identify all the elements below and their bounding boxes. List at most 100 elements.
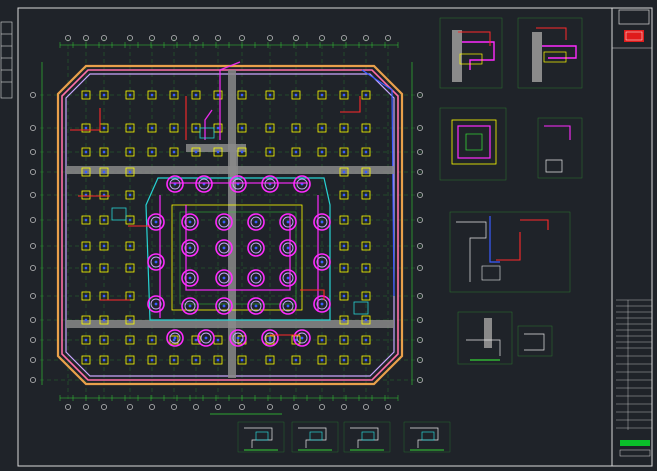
column-core — [84, 170, 88, 174]
column-footing — [125, 355, 135, 365]
column-core — [294, 126, 298, 130]
column-footing — [213, 90, 223, 100]
pit-inner — [465, 133, 483, 151]
column-core — [268, 338, 272, 342]
foundation-plan[interactable] — [56, 61, 404, 415]
column-core — [364, 150, 368, 154]
pile-center — [286, 246, 290, 250]
pile-ring-inner — [198, 178, 210, 190]
column-core — [150, 150, 154, 154]
axis-bubble-left — [30, 125, 36, 131]
axis-bubble-bottom — [239, 404, 245, 410]
column-core — [216, 126, 220, 130]
column-core — [364, 93, 368, 97]
column-core — [216, 338, 220, 342]
column-core — [150, 338, 154, 342]
pile-ring-inner — [250, 300, 262, 312]
title-block — [612, 9, 652, 457]
section-detail-a-frame — [439, 17, 503, 89]
column-footing — [361, 335, 371, 345]
wall-hatch — [484, 318, 492, 348]
column-core — [364, 170, 368, 174]
pile-ring — [215, 239, 233, 257]
column-core — [84, 244, 88, 248]
column-core — [294, 150, 298, 154]
column-footing — [339, 291, 349, 301]
section-core — [421, 431, 435, 441]
column-core — [84, 193, 88, 197]
column-core — [320, 150, 324, 154]
pile-center — [188, 276, 192, 280]
axis-bubble-top — [171, 35, 177, 41]
pile-center — [320, 220, 324, 224]
column-footing — [317, 147, 327, 157]
column-core — [240, 338, 244, 342]
pile-ring-inner — [282, 300, 294, 312]
section-details[interactable] — [439, 17, 583, 365]
pit-plan-detail-frame — [439, 107, 507, 181]
blue-section — [489, 216, 500, 263]
pile-ring-inner — [218, 242, 230, 254]
bottom-detail-3 — [343, 421, 391, 453]
pile-center — [236, 336, 240, 340]
pile-ring — [197, 329, 215, 347]
pile-center — [254, 276, 258, 280]
axis-bubble-right — [417, 377, 423, 383]
axis-bubble-bottom — [293, 404, 299, 410]
pit-rebar — [457, 125, 491, 159]
column-footing — [339, 147, 349, 157]
column-core — [172, 93, 176, 97]
logo-box — [618, 9, 650, 25]
axis-bubble-right — [417, 92, 423, 98]
bottom-detail-row[interactable] — [237, 421, 451, 453]
long-section-detail — [449, 211, 571, 293]
column-footing — [265, 123, 275, 133]
bottom-detail-4 — [403, 421, 451, 453]
column-footing — [265, 90, 275, 100]
column-core — [268, 126, 272, 130]
pile-ring — [279, 239, 297, 257]
axis-bubble-left — [30, 92, 36, 98]
column-core — [342, 338, 346, 342]
column-core — [342, 266, 346, 270]
column-core — [128, 244, 132, 248]
column-core — [216, 150, 220, 154]
column-footing — [99, 215, 109, 225]
axis-bubble-bottom — [385, 404, 391, 410]
column-core — [294, 93, 298, 97]
pile-ring — [293, 175, 311, 193]
pile-ring — [313, 253, 331, 271]
section-detail-a — [439, 17, 503, 89]
pad-outline — [545, 159, 563, 173]
column-core — [240, 150, 244, 154]
column-footing — [339, 335, 349, 345]
column-footing — [317, 90, 327, 100]
pile-ring-inner — [218, 216, 230, 228]
section-line — [458, 31, 491, 46]
red-section — [520, 219, 549, 230]
axis-bubble-right — [417, 217, 423, 223]
column-footing — [125, 335, 135, 345]
axis-bubble-top — [341, 35, 347, 41]
column-footing — [291, 355, 301, 365]
column-footing — [81, 123, 91, 133]
column-footing — [339, 263, 349, 273]
pile-ring-inner — [316, 298, 328, 310]
column-core — [128, 170, 132, 174]
axis-bubble-top — [101, 35, 107, 41]
core-zone-outline — [145, 177, 331, 321]
wall-hatch — [452, 30, 462, 82]
axis-bubble-top — [267, 35, 273, 41]
pile-ring-inner — [316, 256, 328, 268]
raft-outline-pink — [61, 69, 399, 381]
axis-bubble-left — [30, 169, 36, 175]
column-core — [342, 170, 346, 174]
column-footing — [361, 241, 371, 251]
pile-ring — [261, 329, 279, 347]
pile-center — [188, 246, 192, 250]
column-footing — [169, 355, 179, 365]
axis-bubble-left — [30, 192, 36, 198]
pile-ring-inner — [296, 178, 308, 190]
